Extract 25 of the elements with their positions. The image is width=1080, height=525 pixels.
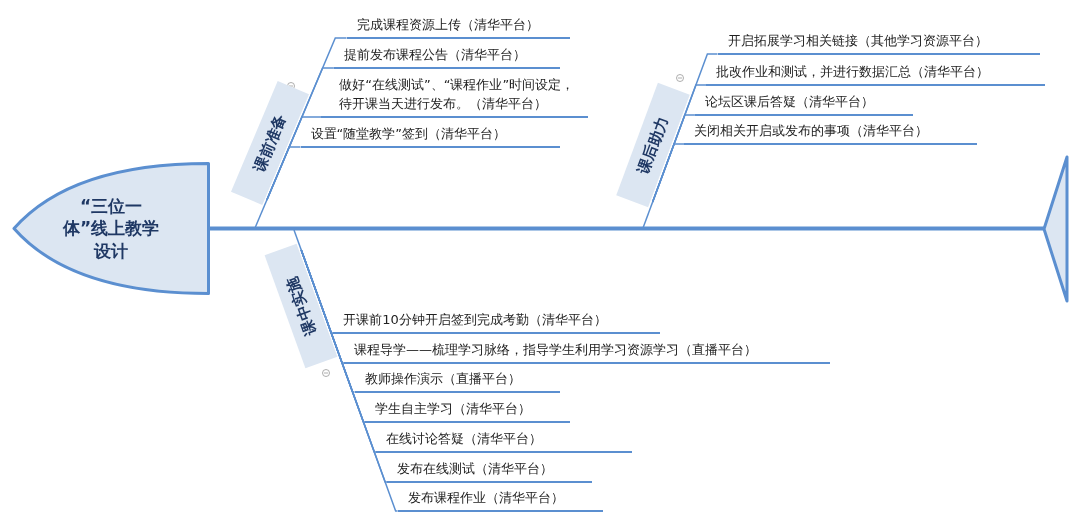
cause-item: 关闭相关开启或发布的事项（清华平台） (684, 122, 977, 145)
cause-item: 学生自主学习（清华平台） (365, 400, 570, 423)
node-label: “三位一体”线上教学设计 (61, 194, 161, 263)
cause-item: 教师操作演示（直播平台） (354, 370, 560, 393)
fish-head-shape (12, 162, 210, 295)
cause-item: 批改作业和测试，并进行数据汇总（清华平台） (706, 63, 1045, 86)
cause-item: 设置“随堂教学”签到（清华平台） (300, 125, 560, 148)
cause-item: 做好“在线测试”、“课程作业”时间设定，待开课当天进行发布。（清华平台） (321, 76, 588, 118)
category-band: 课后助力 (616, 83, 691, 208)
cause-item: 在线讨论答疑（清华平台） (376, 430, 632, 453)
cause-item: 发布课程作业（清华平台） (397, 489, 603, 512)
category-band: 课中实施 (265, 244, 338, 369)
branch-line (266, 146, 302, 201)
spine-line (209, 226, 1044, 231)
cause-item: 开课前10分钟开启签到完成考勤（清华平台） (333, 311, 660, 334)
cause-item: 课程导学——梳理学习脉络，指导学生利用学习资源学习（直播平台） (344, 341, 830, 364)
branch-line (300, 249, 399, 512)
cause-item: 提前发布课程公告（清华平台） (333, 46, 560, 69)
branch-line (651, 143, 685, 203)
category-band: 课前准备 (231, 80, 310, 205)
cause-item: 发布在线测试（清华平台） (387, 460, 592, 483)
cause-item: 论坛区课后答疑（清华平台） (694, 93, 913, 116)
cause-item: 开启拓展学习相关链接（其他学习资源平台） (717, 32, 1040, 55)
cause-item: 完成课程资源上传（清华平台） (346, 16, 570, 39)
fish-tail-shape (1041, 155, 1071, 303)
